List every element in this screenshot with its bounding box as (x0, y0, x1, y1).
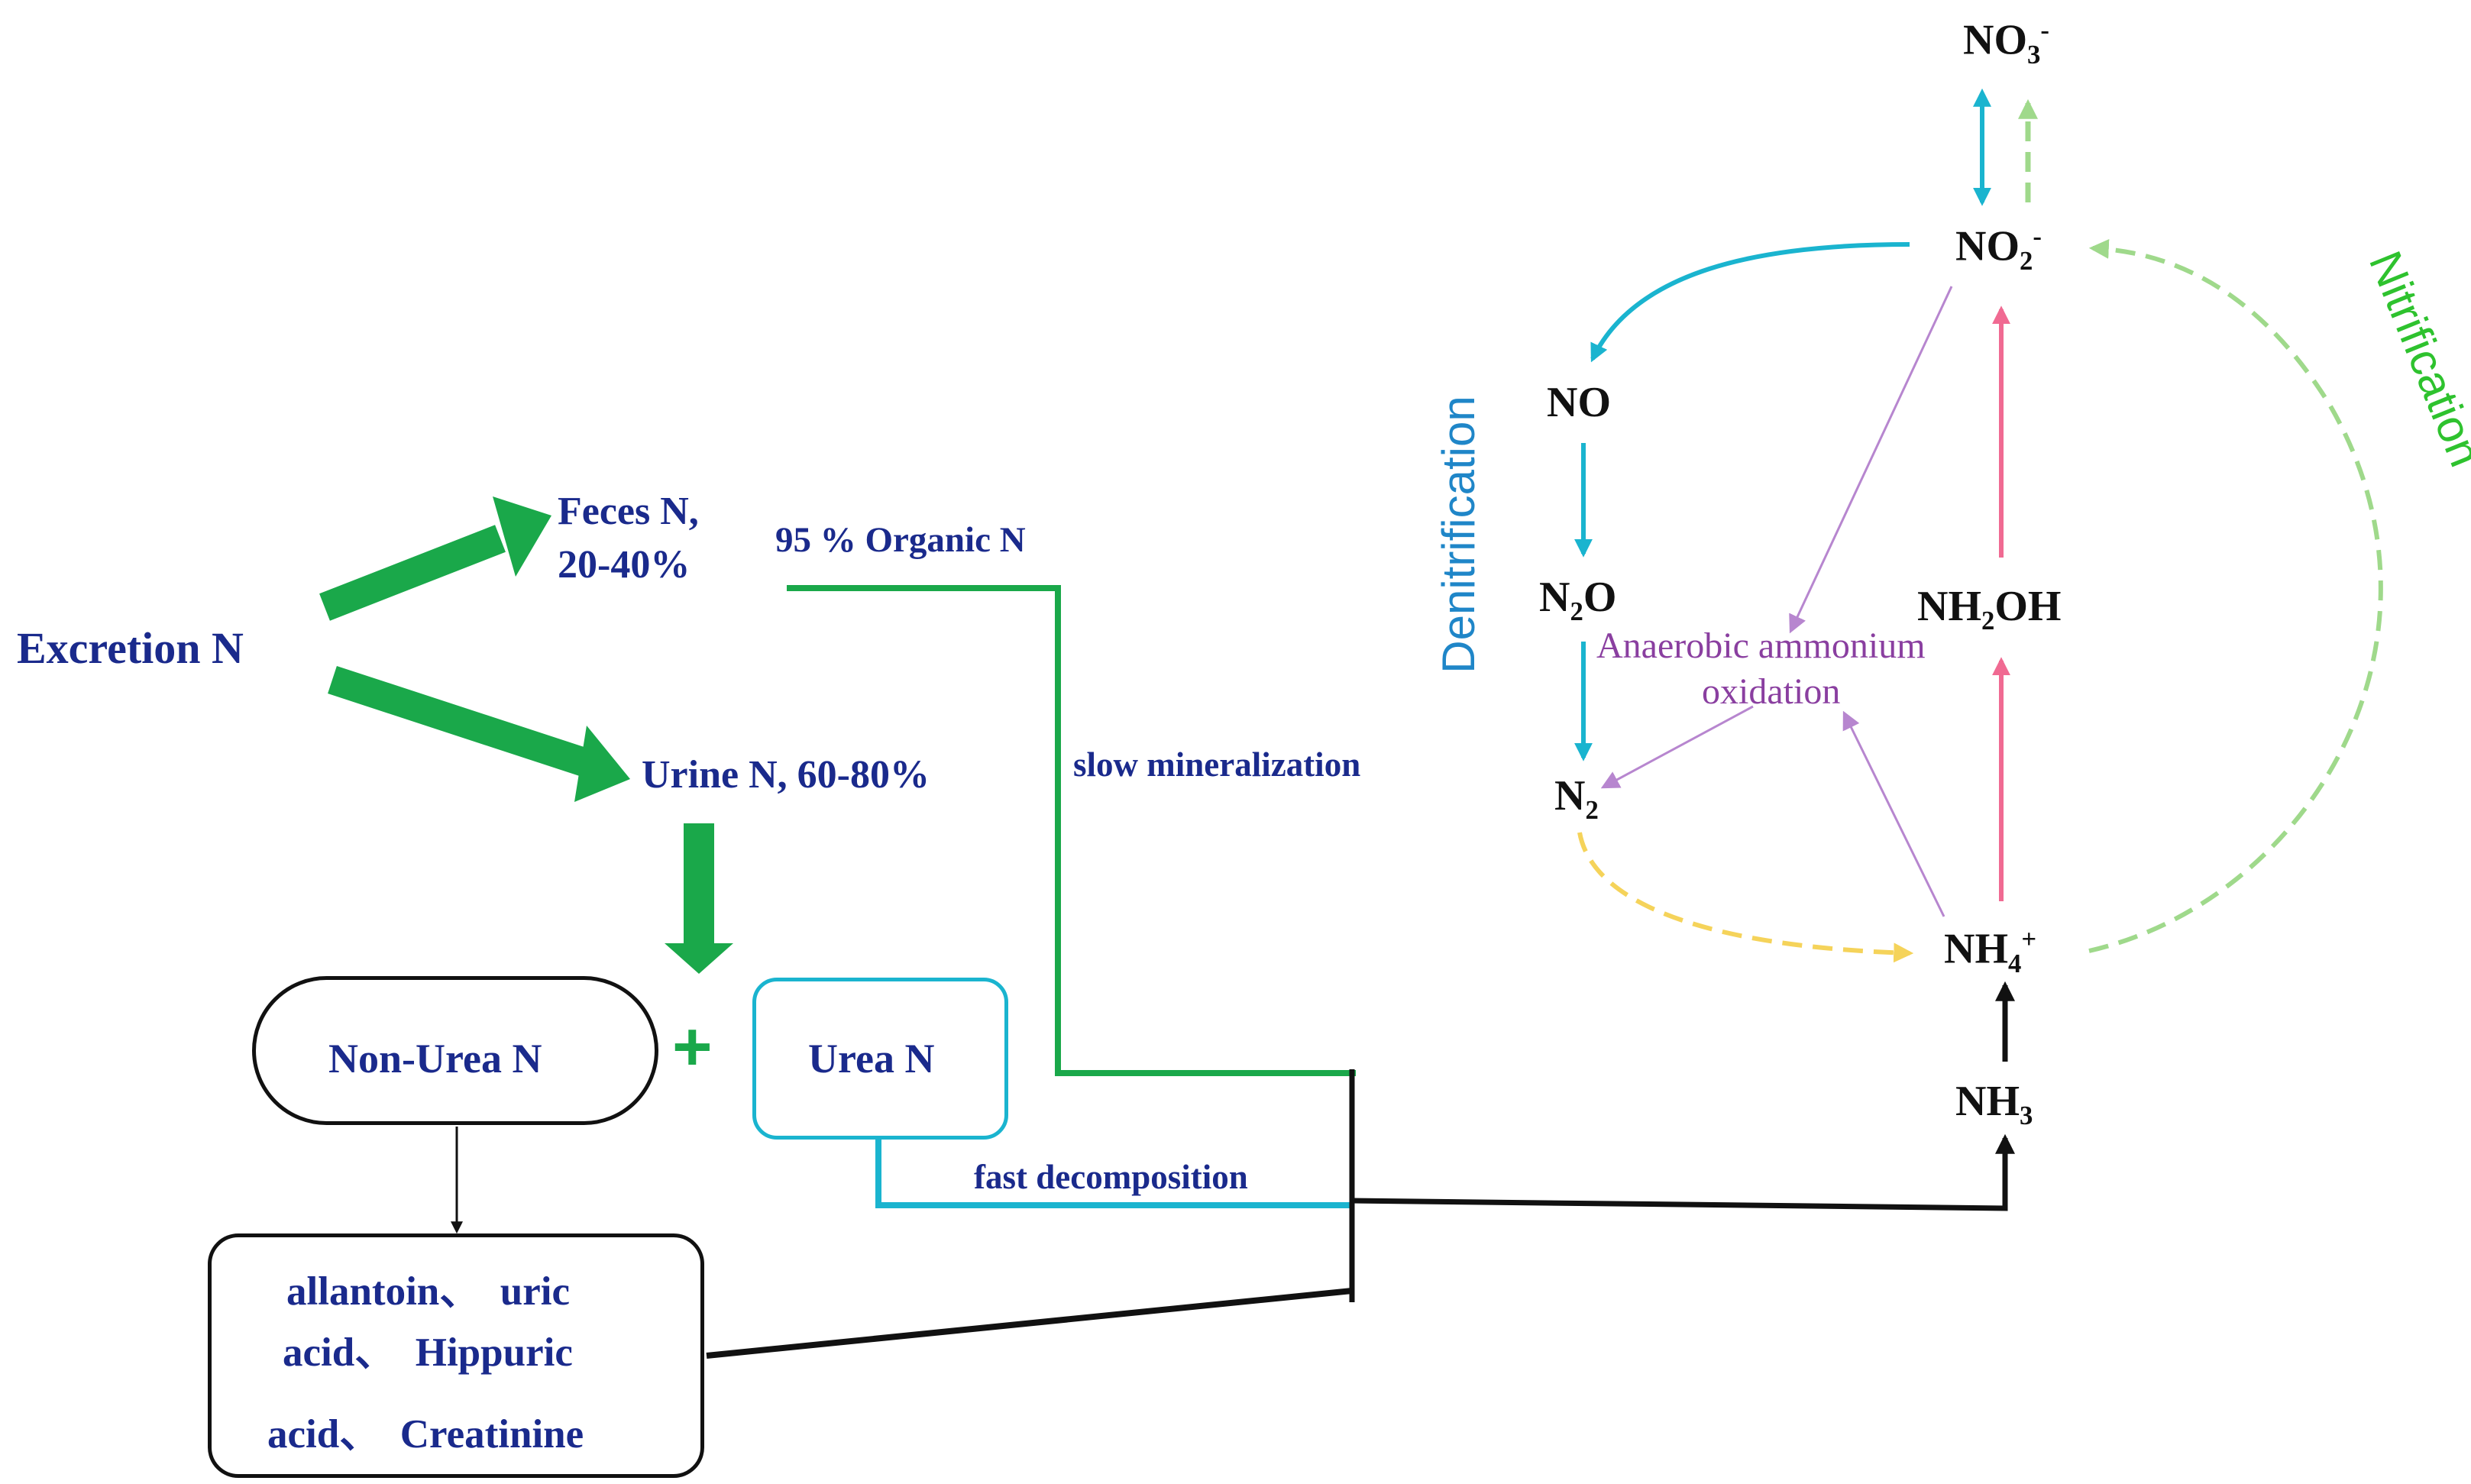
anammox-to-n2-arrow (1600, 705, 1754, 789)
compound-separator: 、 (439, 1269, 480, 1314)
compound-creatinine: Creatinine (399, 1412, 584, 1457)
slow-mineralization-label: slow mineralization (1073, 745, 1361, 784)
urine-to-urea-arrow (665, 823, 733, 974)
excretion-label: Excretion N (17, 623, 244, 673)
compound-uric: uric (500, 1269, 571, 1314)
compound-allantoin: allantoin (286, 1269, 440, 1314)
anammox-label-line1: Anaerobic ammonium (1596, 626, 1926, 666)
anammox-label-line2: oxidation (1702, 671, 1841, 712)
compound-acid: acid (267, 1412, 340, 1457)
compound-hippuric: Hippuric (415, 1330, 573, 1375)
slow-mineralization-path (787, 585, 1356, 1076)
n2-label: N2 (1554, 772, 1599, 826)
feces-label-line1: Feces N, (558, 490, 699, 533)
nh4-to-anammox-arrow (1842, 710, 1945, 917)
no2-to-no-arrow (1590, 242, 1910, 363)
compounds-line2: acid、 Hippuric (283, 1320, 573, 1378)
no2-to-anammox-arrow (1789, 286, 1953, 634)
n2-to-nh4-arrow (1577, 832, 1914, 963)
non-urea-box (252, 976, 658, 1125)
junction-to-nh3-arrow (1351, 1133, 2015, 1211)
compounds-line1: allantoin、 uric (286, 1259, 570, 1317)
feces-label-line2: 20-40% (558, 543, 691, 587)
compounds-line3: acid、 Creatinine (267, 1402, 584, 1460)
compound-separator: 、 (354, 1330, 396, 1375)
non-urea-label: Non-Urea N (328, 1036, 542, 1081)
compounds-to-junction-line (706, 1288, 1353, 1359)
fast-decomposition-label: fast decomposition (974, 1158, 1248, 1196)
nh3-label: NH3 (1955, 1078, 2033, 1131)
fast-decomposition-path (875, 1138, 1352, 1208)
urine-label: Urine N, 60-80% (642, 753, 930, 797)
excretion-to-urine-arrow (328, 665, 630, 802)
urea-label: Urea N (808, 1036, 935, 1081)
no-label: NO (1547, 379, 1611, 426)
no3-label: NO3- (1963, 15, 2049, 70)
excretion-to-feces-arrow (319, 496, 551, 621)
plus-sign: + (672, 1009, 713, 1085)
denitrification-label: Denitrification (1433, 396, 1484, 674)
urea-box (752, 978, 1008, 1140)
nh4-label: NH4+ (1944, 924, 2037, 978)
organic-n-label: 95 % Organic N (775, 520, 1026, 560)
compound-acid: acid (283, 1330, 355, 1375)
n2o-label: N2O (1539, 574, 1617, 627)
nh2oh-label: NH2OH (1917, 583, 2062, 636)
compound-separator: 、 (339, 1412, 380, 1457)
no2-label: NO2- (1955, 221, 2042, 276)
nh4-to-no2-nitrification-arrow (2088, 238, 2383, 953)
compounds-box (208, 1233, 704, 1478)
